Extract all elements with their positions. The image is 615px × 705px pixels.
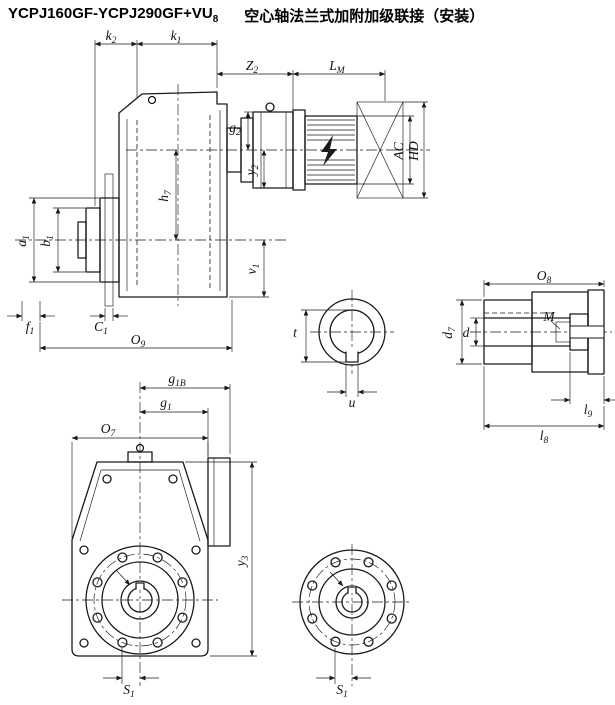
dim-label-a1: a1 [14, 235, 32, 247]
dim-label-lm: LM [328, 58, 346, 76]
bore-keyway [135, 582, 145, 590]
dim-label-o7: O7 [101, 421, 117, 439]
eyebolt-boss [147, 95, 157, 105]
dim-label-s1-front: S1 [123, 682, 135, 700]
dim-label-f1: f1 [26, 319, 35, 337]
dim-label-v1: v1 [244, 264, 262, 275]
dim-label-g1b: g1B [168, 371, 186, 389]
dim-label-c1: C1 [94, 319, 108, 337]
dim-label-u: u [349, 395, 356, 410]
mounting-flange-plate [104, 173, 114, 307]
drawing-title-model: YCPJ160GF-YCPJ290GF+VU8 [8, 5, 219, 25]
dim-label-y3: y3 [233, 555, 251, 568]
title-bar: YCPJ160GF-YCPJ290GF+VU8 空心轴法兰式加附加级联接（安装） [8, 5, 611, 26]
gearbox-housing [118, 91, 228, 298]
dim-label-h7: h7 [156, 189, 174, 202]
dim-label-b1: b1 [38, 235, 56, 247]
flange-view: S1 [292, 544, 412, 700]
dim-label-o8: O8 [537, 268, 552, 286]
dim-label-m: M [542, 309, 555, 324]
flange-outer-circle [85, 545, 195, 655]
retaining-screw [569, 325, 605, 339]
front-view: g1B g1 O7 y3 S1 [62, 371, 257, 700]
drawing-title-description: 空心轴法兰式加附加级联接（安装） [244, 8, 485, 25]
dim-label-hd: HD [406, 141, 421, 162]
dim-label-d: d [463, 325, 470, 340]
flange2-bolt-circle [308, 558, 396, 646]
dim-label-k1: k1 [171, 28, 182, 46]
dim-label-z2: Z2 [246, 58, 259, 76]
dim-label-ac: AC [391, 141, 406, 160]
bore2-keyway [347, 586, 357, 594]
flange2-outer-circle [299, 549, 405, 655]
shaft-end-cap [77, 221, 87, 259]
dim-label-l8: l8 [540, 428, 549, 446]
bolt-circle [93, 553, 187, 647]
lightning-bolt-icon [321, 135, 337, 166]
dim-label-t: t [293, 325, 298, 340]
motor-phantom-outline [356, 101, 404, 199]
dim-label-d7: d7 [440, 326, 458, 339]
dim-label-o9: O9 [131, 332, 146, 350]
side-flange-plate [207, 457, 231, 547]
dim-label-k2: k2 [106, 28, 117, 46]
hollow-shaft-detail-view: O8 d7 d M l9 l8 [440, 268, 615, 446]
breather-plug [265, 102, 275, 112]
shaft-section-view: t u [293, 290, 394, 410]
dim-label-g1: g1 [160, 395, 172, 413]
dim-label-g2: g2 [229, 120, 241, 138]
keyway [345, 351, 359, 363]
dim-label-l9: l9 [584, 402, 593, 420]
side-view: k2 k1 Z2 LM g2 y2 h7 a1 b1 f1 C1 O9 v1 A… [7, 28, 430, 352]
front-housing [71, 461, 209, 657]
dim-label-y2: y2 [243, 164, 261, 177]
dim-label-s1-flange: S1 [336, 682, 348, 700]
shaft-outer-circle [318, 298, 386, 366]
